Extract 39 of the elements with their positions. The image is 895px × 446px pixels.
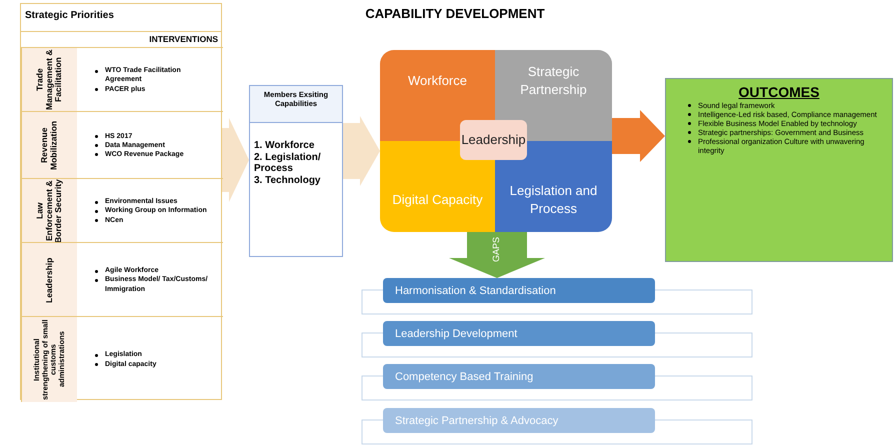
tile-label: Leadership: [461, 131, 526, 149]
gap-bar: [383, 278, 655, 303]
row-heading: Revenue Mobilization: [21, 112, 77, 179]
tile-label: Strategic Partnership: [519, 62, 588, 98]
list-item: 1. Workforce: [254, 140, 316, 152]
table-panel: [20, 3, 222, 400]
gap-bar: [383, 408, 655, 433]
arrow: [449, 232, 545, 278]
table-row: [21, 111, 223, 178]
panel-heading: OUTCOMES: [738, 84, 820, 100]
bar-label: Leadership Development: [394, 328, 518, 340]
table-row: [21, 316, 223, 401]
capability-matrix: [380, 50, 612, 232]
tile-label: Workforce: [407, 72, 468, 90]
table-row: [21, 242, 223, 316]
table-row: [21, 47, 223, 111]
bar-label: Competency Based Training: [394, 370, 534, 382]
outcomes-panel: [665, 78, 893, 262]
center-tile: [460, 120, 527, 160]
diagram-title: CAPABILITY DEVELOPMENT: [364, 6, 546, 21]
list-item: 2. Legislation/ Process: [254, 152, 322, 174]
gap-bar: [383, 364, 655, 389]
table-heading: Strategic Priorities: [25, 10, 114, 21]
arrow: [222, 118, 249, 202]
tile-label: Digital Capacity: [391, 190, 484, 208]
row-heading: Law Enforcement & Border Security: [21, 179, 77, 243]
capabilities-box: [249, 85, 343, 257]
arrow: [343, 116, 380, 186]
list-item: 3. Technology: [254, 174, 322, 186]
arrow: [612, 110, 665, 162]
bar-label: Strategic Partnership & Advocacy: [394, 414, 558, 426]
bar-label: Harmonisation & Standardisation: [394, 284, 556, 296]
column-header: INTERVENTIONS: [149, 34, 218, 44]
row-heading: Trade Management & Facilitation: [21, 48, 77, 112]
edge-label: GAPS: [491, 237, 501, 262]
row-heading: Leadership: [21, 243, 77, 317]
gap-bar: [383, 321, 655, 346]
table-row: [21, 178, 223, 242]
tile-label: Legislation and Process: [508, 182, 598, 218]
